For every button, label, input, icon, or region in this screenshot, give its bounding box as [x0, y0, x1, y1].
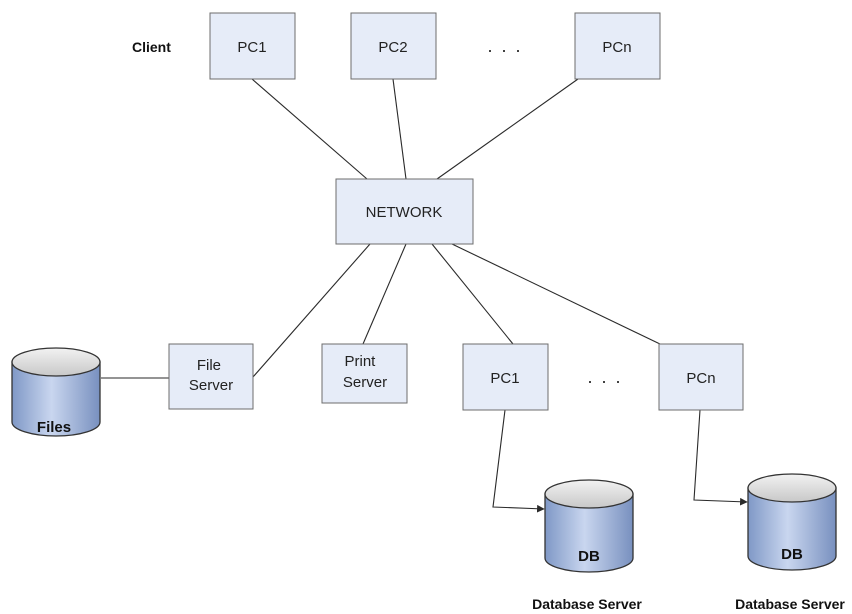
file-server-label: File Server	[189, 357, 233, 394]
db-server-label-2: Database Server	[735, 596, 845, 612]
print-server-line-2: Server	[343, 374, 387, 391]
file-server-node[interactable]: File Server	[168, 343, 254, 410]
edge-dbpc1-db1	[492, 409, 545, 513]
db-server-label-1: Database Server	[532, 596, 642, 612]
db-pc1-label: PC1	[490, 370, 519, 387]
edge-network-printserver	[362, 243, 407, 345]
client-pc2-node[interactable]: PC2	[350, 12, 437, 80]
client-label: Client	[132, 39, 171, 55]
edge-dbpcn-db2	[693, 409, 748, 506]
db2-cylinder-icon[interactable]: DB	[747, 473, 837, 571]
client-pc2-label: PC2	[378, 39, 407, 56]
print-server-label: Print Server	[343, 353, 387, 391]
client-pcn-node[interactable]: PCn	[574, 12, 661, 80]
file-server-line-2: Server	[189, 377, 233, 394]
client-ellipsis: . . .	[487, 36, 522, 56]
files-label: Files	[37, 419, 71, 436]
db2-label: DB	[781, 546, 803, 563]
edge-pc1-network	[251, 78, 368, 180]
client-pcn-label: PCn	[602, 39, 631, 56]
print-server-line-1: Print	[344, 353, 376, 370]
edge-pcn-network	[436, 78, 579, 180]
edge-network-dbpc1	[431, 243, 514, 345]
edge-network-dbpcn	[451, 243, 661, 345]
db-pc1-node[interactable]: PC1	[462, 343, 549, 411]
network-label: NETWORK	[366, 204, 443, 221]
network-node[interactable]: NETWORK	[335, 178, 474, 245]
files-cylinder-icon[interactable]: Files	[11, 347, 101, 437]
connections	[101, 78, 748, 513]
file-server-line-1: File	[197, 357, 221, 374]
server-ellipsis: . . .	[587, 367, 622, 387]
db1-label: DB	[578, 548, 600, 565]
db-pcn-node[interactable]: PCn	[658, 343, 744, 411]
edge-pc2-network	[392, 78, 407, 180]
db1-cylinder-icon[interactable]: DB	[544, 479, 634, 573]
print-server-node[interactable]: Print Server	[321, 343, 408, 404]
edge-network-fileserver	[252, 243, 371, 378]
db-pcn-label: PCn	[686, 370, 715, 387]
client-pc1-node[interactable]: PC1	[209, 12, 296, 80]
client-pc1-label: PC1	[237, 39, 266, 56]
